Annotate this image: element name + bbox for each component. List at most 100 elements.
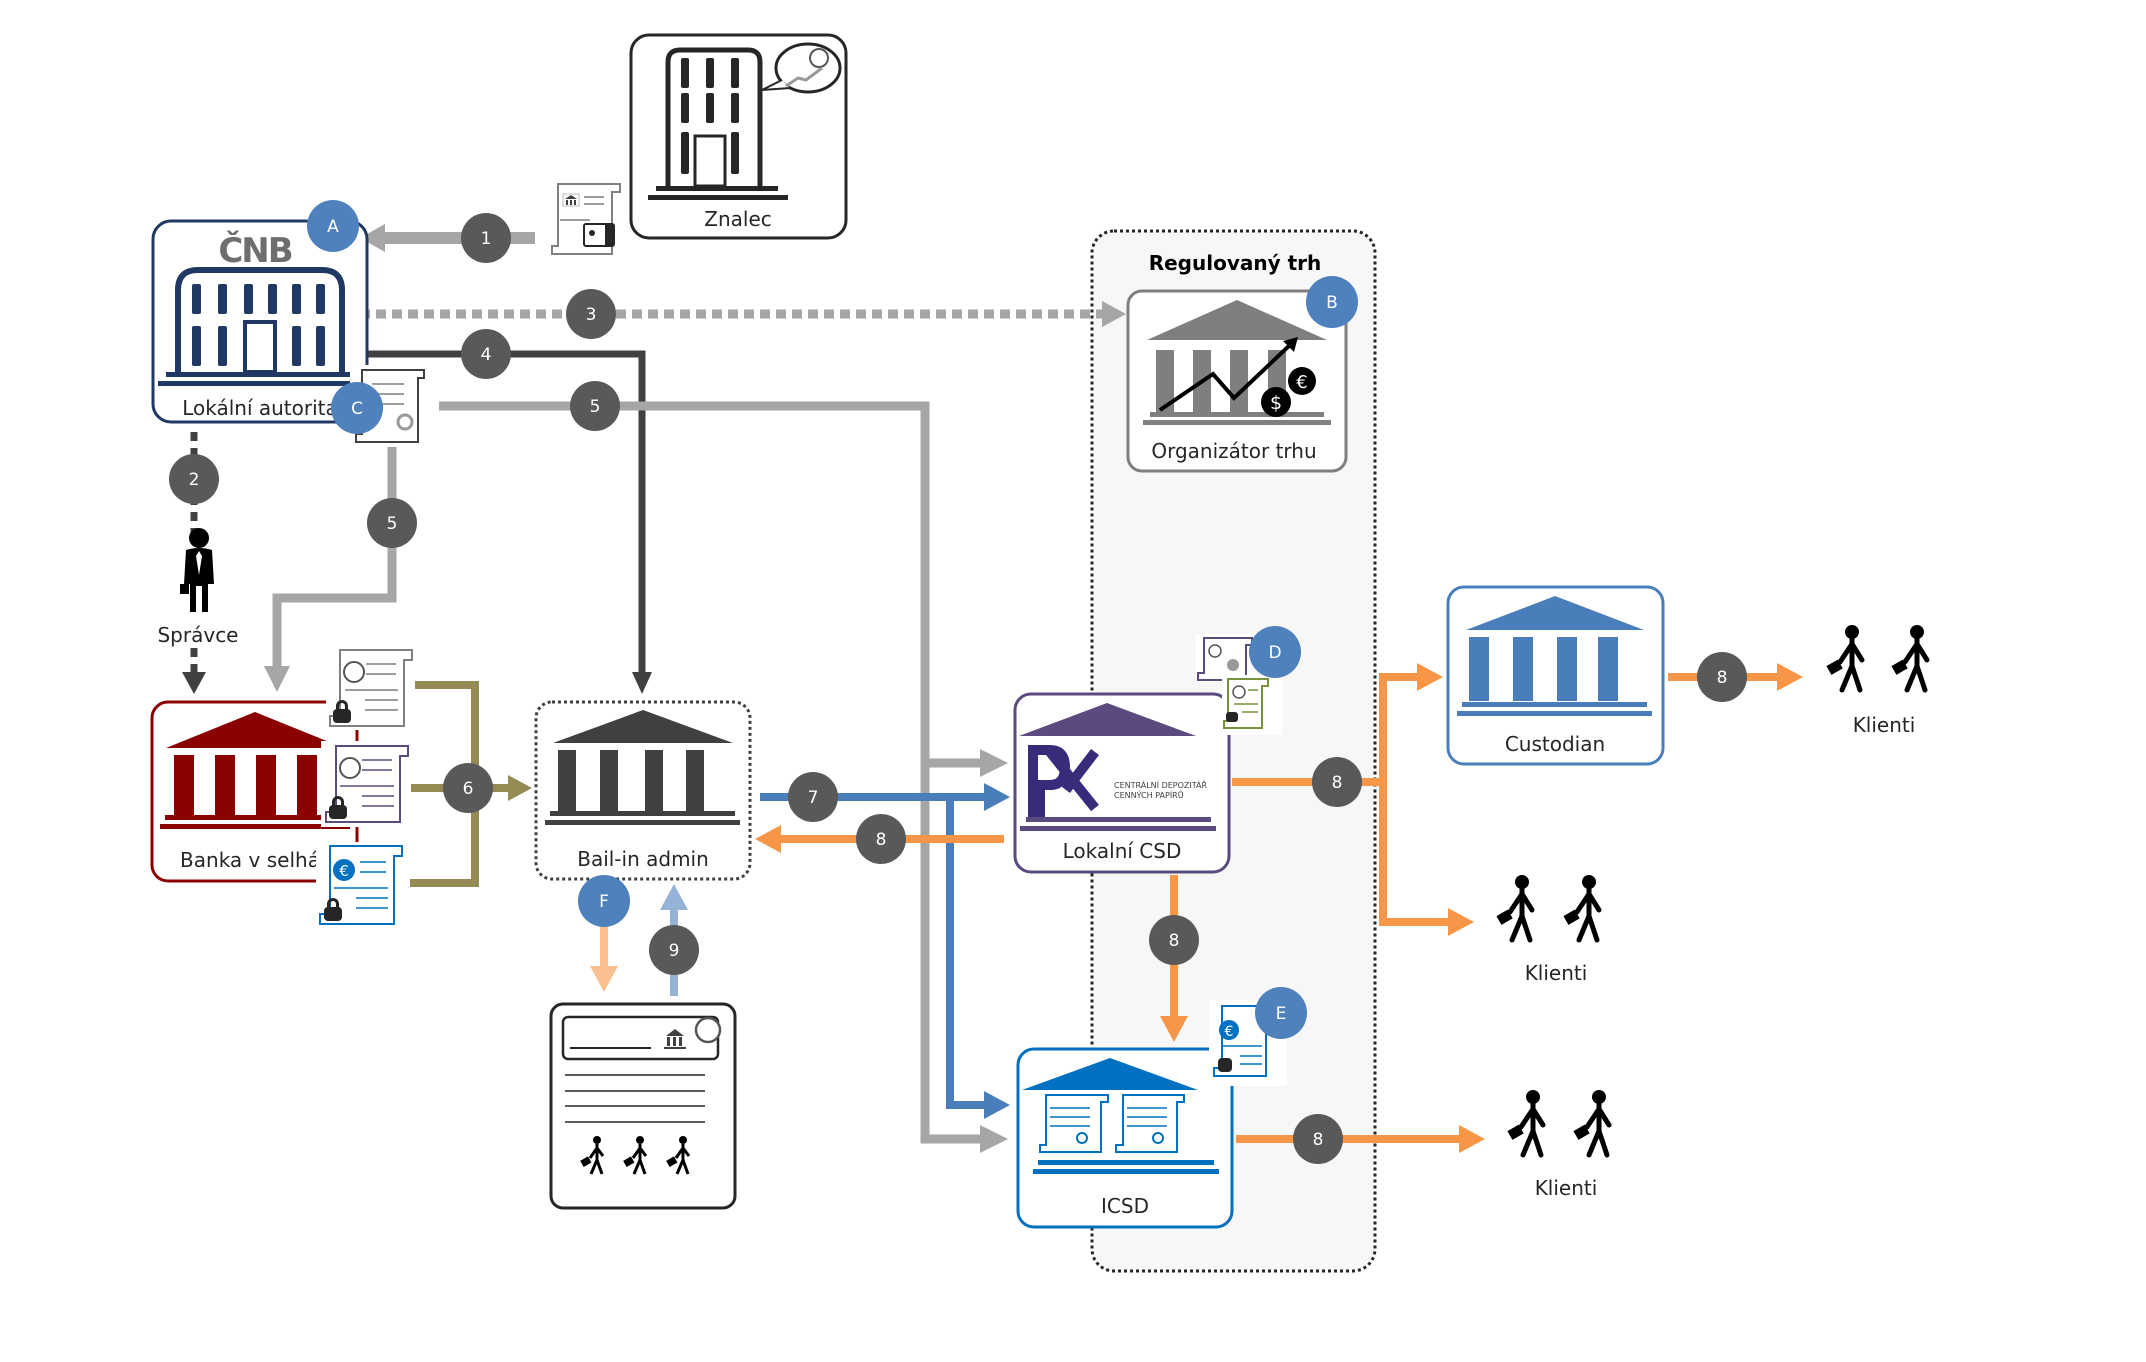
padlock-icon — [324, 898, 342, 921]
svg-text:3: 3 — [586, 305, 597, 325]
svg-text:4: 4 — [481, 345, 492, 365]
marker-e[interactable]: E — [1255, 987, 1307, 1039]
step-badge-2[interactable]: 2 — [169, 454, 219, 504]
step-badge-8-icsd-to-clients[interactable]: 8 — [1293, 1114, 1343, 1164]
letter-markers: A B C D E F — [307, 200, 1358, 1039]
svg-text:1: 1 — [481, 229, 492, 249]
step-badge-7[interactable]: 7 — [788, 772, 838, 822]
security-document-euro-icon: € — [316, 842, 404, 928]
arrowhead — [984, 783, 1010, 811]
regulated-market-label: Regulovaný trh — [1149, 251, 1322, 275]
seal-icon — [1076, 1132, 1088, 1144]
arrowhead — [984, 1091, 1010, 1119]
csd-building-icon: CENTRÁLNÍ DEPOZITÁŘ CENNÝCH PAPÍRŮ — [1019, 703, 1216, 831]
arrowhead — [182, 672, 206, 694]
arrowhead — [1448, 908, 1474, 936]
arrowhead — [980, 1125, 1008, 1153]
step-badge-5-bank[interactable]: 5 — [367, 498, 417, 548]
flow-3-authority-to-market-operator — [360, 301, 1126, 327]
node-custodian[interactable]: Custodian — [1446, 585, 1665, 766]
svg-text:8: 8 — [876, 830, 887, 850]
arrowhead — [660, 884, 688, 910]
clients-label: Klienti — [1853, 713, 1916, 737]
node-icsd[interactable]: ICSD — [1016, 1047, 1234, 1229]
svg-text:A: A — [327, 217, 339, 237]
administrator-label: Správce — [157, 623, 238, 647]
icsd-building-icon — [1022, 1058, 1219, 1174]
bailin-admin-label: Bail-in admin — [577, 847, 709, 871]
icsd-label: ICSD — [1101, 1194, 1149, 1218]
padlock-icon — [329, 796, 347, 819]
csd-logo-line-1: CENTRÁLNÍ DEPOZITÁŘ — [1114, 779, 1207, 790]
bailin-building-icon — [545, 710, 740, 825]
seal-icon — [396, 413, 414, 431]
security-document-gray-icon — [326, 644, 414, 730]
svg-text:F: F — [599, 892, 609, 912]
marker-d[interactable]: D — [1249, 626, 1301, 678]
shareholder-register-document-icon[interactable] — [549, 1002, 737, 1210]
clients-group-csd[interactable]: Klienti — [1496, 875, 1602, 985]
marker-b[interactable]: B — [1306, 276, 1358, 328]
euro-icon: € — [1296, 372, 1307, 393]
svg-text:5: 5 — [387, 514, 398, 534]
clients-label: Klienti — [1535, 1176, 1598, 1200]
arrowhead — [632, 672, 652, 694]
step-badge-8-csd-to-icsd[interactable]: 8 — [1149, 915, 1199, 965]
arrowhead — [1459, 1125, 1485, 1153]
node-administrator[interactable]: Správce — [157, 528, 239, 647]
svg-text:7: 7 — [808, 788, 819, 808]
flow-8-icsd-to-clients — [1236, 1125, 1485, 1153]
step-badge-4[interactable]: 4 — [461, 329, 511, 379]
node-bailin-admin[interactable]: Bail-in admin — [534, 700, 752, 881]
step-badge-3[interactable]: 3 — [566, 289, 616, 339]
stock-exchange-building-icon: € $ — [1143, 300, 1331, 425]
office-building-icon — [648, 47, 788, 200]
arrowhead — [264, 666, 290, 692]
arrowhead — [1160, 1016, 1188, 1042]
clients-group-icsd[interactable]: Klienti — [1507, 1090, 1612, 1200]
walking-clients-icon — [580, 1136, 691, 1175]
arrowhead — [508, 775, 532, 801]
marker-f[interactable]: F — [578, 875, 630, 927]
step-badge-1[interactable]: 1 — [461, 213, 511, 263]
step-badge-5-csds[interactable]: 5 — [570, 381, 620, 431]
step-badge-9[interactable]: 9 — [649, 925, 699, 975]
step-badges: 1 2 3 4 5 5 6 7 8 8 8 8 8 9 — [169, 213, 1747, 1164]
local-csd-label: Lokalní CSD — [1063, 839, 1182, 863]
market-operator-label: Organizátor trhu — [1151, 439, 1316, 463]
svg-text:9: 9 — [669, 941, 680, 961]
custodian-label: Custodian — [1505, 732, 1605, 756]
walking-clients-icon — [1496, 875, 1602, 943]
arrowhead — [360, 224, 385, 252]
cnb-logo: ČNB — [218, 230, 291, 271]
padlock-icon — [333, 700, 351, 723]
bank-building-icon — [160, 712, 350, 829]
node-failing-bank[interactable]: Banka v selhá — [150, 700, 359, 883]
svg-text:6: 6 — [463, 779, 474, 799]
cnb-building-icon — [158, 267, 362, 386]
flow-f-bailin-to-register — [590, 920, 618, 992]
flow-4-authority-to-bailin-admin — [356, 350, 652, 694]
marker-c[interactable]: C — [331, 382, 383, 434]
node-local-authority[interactable]: ČNB Lokální autorita — [151, 219, 369, 424]
step-badge-8-csd-to-custodian[interactable]: 8 — [1312, 757, 1362, 807]
step-badge-6[interactable]: 6 — [443, 763, 493, 813]
clients-group-custodian[interactable]: Klienti — [1826, 625, 1930, 737]
seal-icon — [1152, 1132, 1164, 1144]
local-authority-label: Lokální autorita — [182, 396, 338, 420]
euro-icon: € — [1225, 1024, 1234, 1040]
padlock-icon — [1218, 1058, 1232, 1072]
svg-text:8: 8 — [1332, 773, 1343, 793]
euro-icon: € — [339, 862, 349, 880]
step-badge-8-custodian-to-clients[interactable]: 8 — [1697, 652, 1747, 702]
marker-a[interactable]: A — [307, 200, 359, 252]
flow-5-authority-to-csds — [439, 401, 1008, 1153]
custodian-building-icon — [1457, 596, 1652, 716]
svg-text:C: C — [351, 399, 363, 419]
node-market-operator[interactable]: € $ Organizátor trhu — [1126, 289, 1348, 473]
node-local-csd[interactable]: CENTRÁLNÍ DEPOZITÁŘ CENNÝCH PAPÍRŮ Lokal… — [1013, 692, 1231, 874]
node-valuer[interactable]: Znalec — [629, 33, 848, 240]
svg-text:8: 8 — [1313, 1130, 1324, 1150]
failing-bank-label: Banka v selhá — [180, 848, 320, 872]
step-badge-8-csd-to-bailin[interactable]: 8 — [856, 814, 906, 864]
